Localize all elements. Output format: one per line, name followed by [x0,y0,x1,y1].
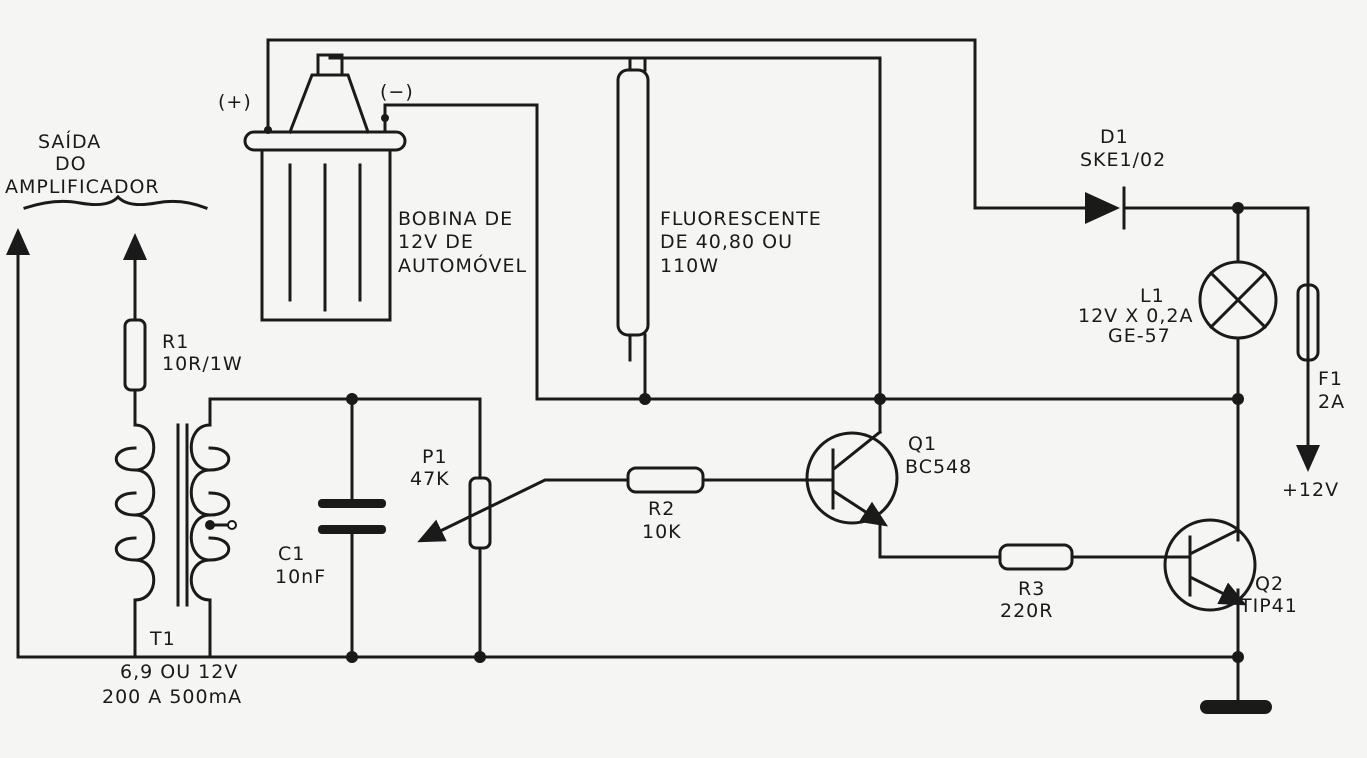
coil-label-3: AUTOMÓVEL [398,253,527,277]
brace [23,194,208,210]
p1-name: P1 [422,446,448,468]
amp-label-1: SAÍDA [38,130,101,153]
l1-value: 12V X 0,2A [1078,305,1193,327]
transistor-q2 [1163,518,1257,612]
r2-value: 10K [642,521,682,543]
q2-name: Q2 [1255,573,1284,595]
resistor-r2 [626,466,705,494]
potentiometer-p1 [468,476,492,550]
transistor-q1 [805,429,899,527]
f1-value: 2A [1318,391,1345,413]
r3-value: 220R [1000,600,1053,622]
tube-label-1: FLUORESCENTE [660,208,822,230]
capacitor-c1 [318,499,386,534]
junction-dots [205,202,1244,663]
t1-value-2: 200 A 500mA [102,686,242,708]
l1-part: GE-57 [1108,325,1171,347]
r1-name: R1 [162,331,189,353]
supply-label: +12V [1282,479,1339,501]
labels: SAÍDA DO AMPLIFICADOR (+) (−) BOBINA DE … [5,81,1345,708]
p1-value: 47K [410,468,450,490]
resistor-r3 [998,543,1074,571]
wires [5,38,1320,702]
l1-name: L1 [1140,285,1165,307]
amp-label-3: AMPLIFICADOR [5,176,160,198]
amp-label-2: DO [55,153,87,175]
transformer-t1 [114,423,231,607]
r2-name: R2 [648,498,675,520]
t1-name: T1 [149,628,176,650]
t1-value-1: 6,9 OU 12V [120,661,238,683]
c1-name: C1 [278,543,305,565]
lamp-l1 [1198,260,1278,340]
q1-value: BC548 [905,456,972,478]
f1-name: F1 [1318,368,1343,390]
q1-name: Q1 [908,433,937,455]
q2-value: TIP41 [1239,595,1298,617]
coil-label-1: BOBINA DE [398,208,513,230]
c1-value: 10nF [275,566,326,588]
tube-label-3: 110W [660,255,719,277]
coil-label-2: 12V DE [398,231,474,253]
coil-minus-label: (−) [380,81,414,103]
fluorescent-tube [616,68,650,337]
fuse-f1 [1296,283,1320,362]
tube-label-2: DE 40,80 OU [660,231,793,253]
coil-plus-label: (+) [218,91,252,113]
r3-name: R3 [1018,578,1045,600]
resistor-r1 [123,318,147,392]
d1-name: D1 [1100,126,1129,148]
d1-value: SKE1/02 [1080,149,1166,171]
ground-symbol [1200,700,1272,714]
r1-value: 10R/1W [162,353,243,375]
ignition-coil [243,53,407,322]
diode-d1 [1085,186,1126,230]
